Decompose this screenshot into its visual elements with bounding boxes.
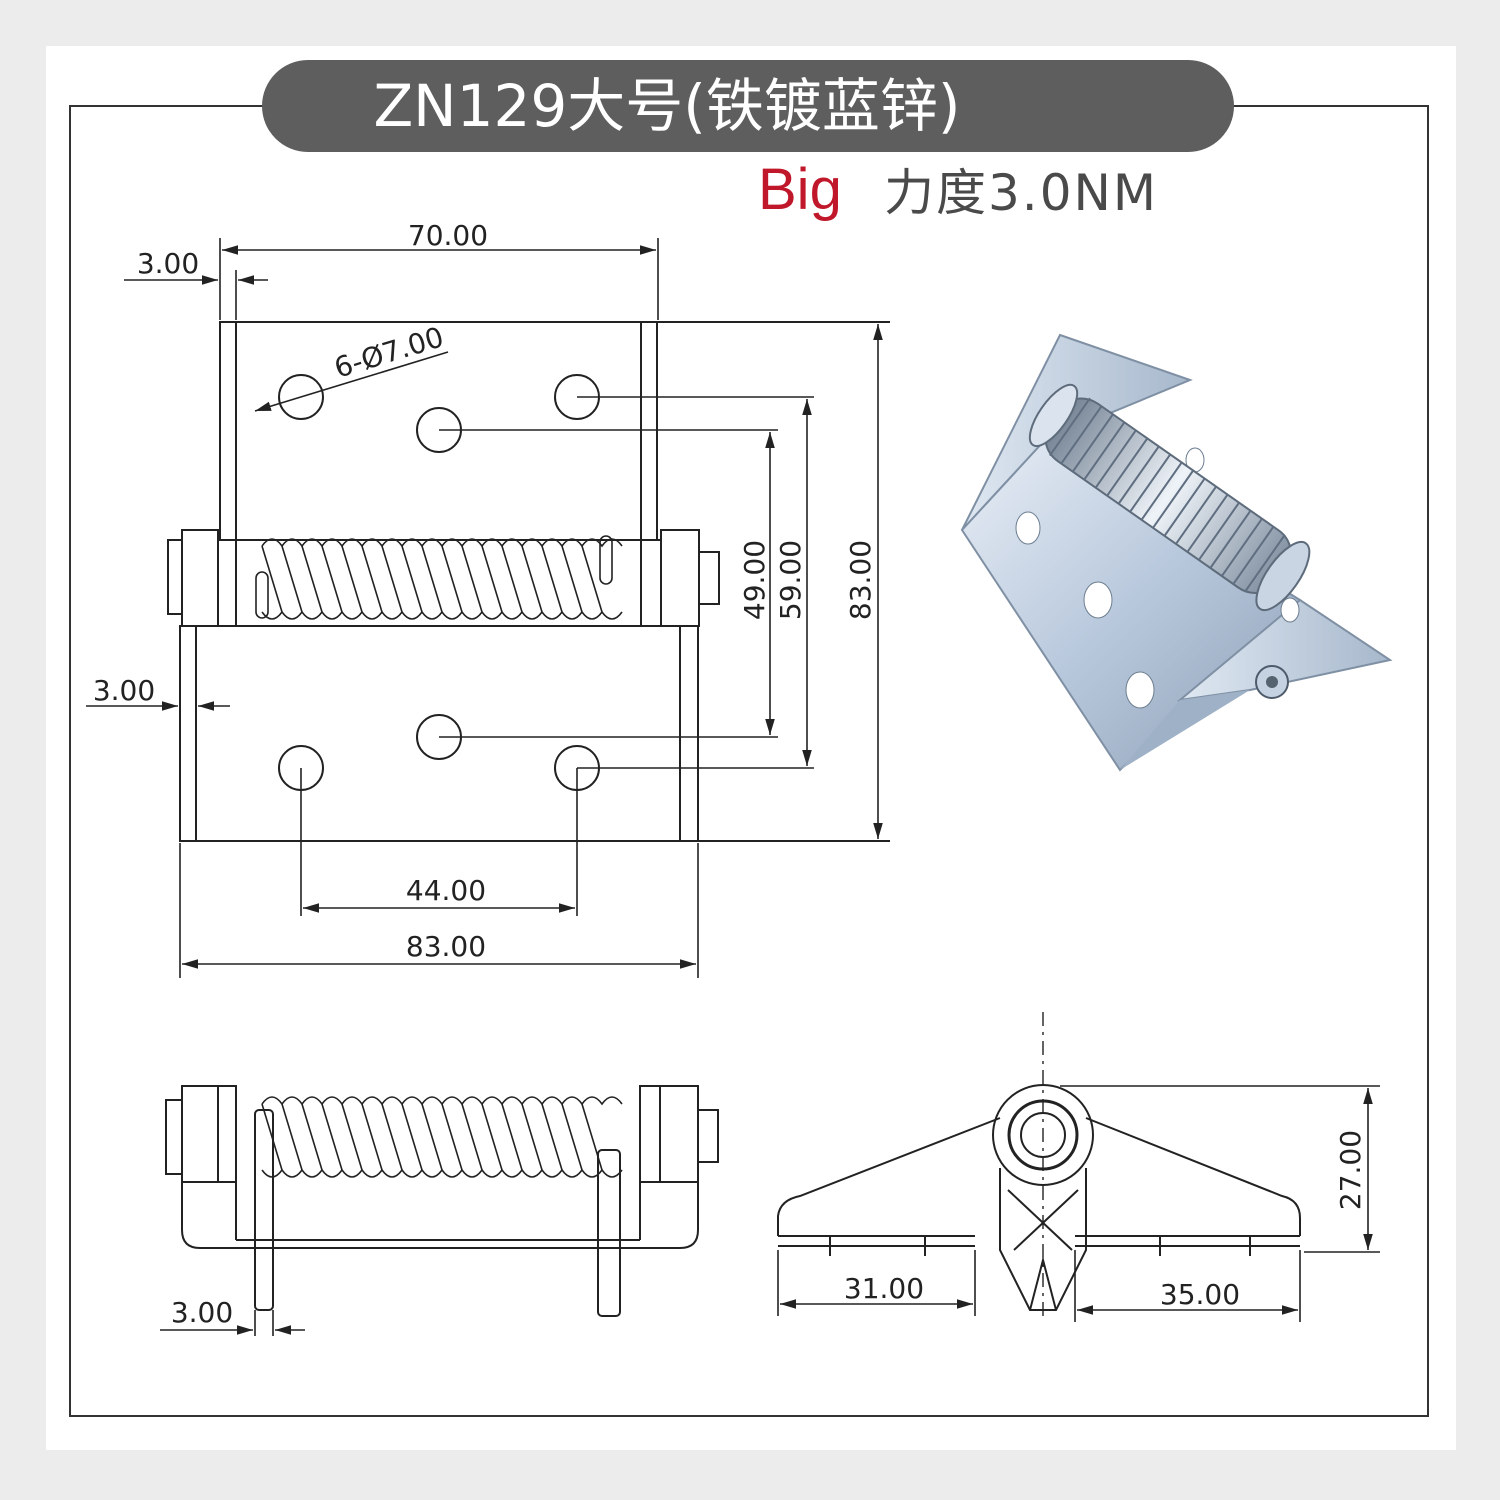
spring-leg-right bbox=[597, 1149, 621, 1317]
side-view-dimensions bbox=[160, 1310, 305, 1336]
end-view-dimensions bbox=[777, 1085, 1380, 1322]
dim-width-83: 83.00 bbox=[406, 930, 486, 963]
knuckle-outer bbox=[992, 1084, 1094, 1186]
dim-hole-49: 49.00 bbox=[738, 540, 771, 620]
photo-spring bbox=[1028, 383, 1311, 612]
hole bbox=[278, 374, 324, 420]
dim-end-height: 27.00 bbox=[1334, 1130, 1367, 1210]
front-view-dimensions bbox=[86, 238, 883, 978]
dim-height-83: 83.00 bbox=[844, 540, 877, 620]
product-title: ZN129大号(铁镀蓝锌) bbox=[373, 72, 961, 140]
spring-leg-left bbox=[254, 1109, 274, 1311]
side-spring-coil bbox=[261, 1096, 623, 1178]
title-banner bbox=[262, 60, 1234, 152]
spring-coil bbox=[255, 535, 623, 620]
dim-spacing-44: 44.00 bbox=[406, 874, 486, 907]
size-label: Big bbox=[758, 157, 842, 222]
dim-thickness-top: 3.00 bbox=[137, 247, 199, 280]
side-view bbox=[165, 1085, 719, 1317]
force-label: 力度3.0NM bbox=[884, 164, 1159, 222]
dim-right-wing: 35.00 bbox=[1160, 1278, 1240, 1311]
end-view bbox=[777, 1012, 1301, 1320]
dim-thickness-left: 3.00 bbox=[93, 674, 155, 707]
dim-left-wing: 31.00 bbox=[844, 1272, 924, 1305]
dim-width-70: 70.00 bbox=[408, 219, 488, 252]
product-photo bbox=[960, 333, 1393, 772]
drawing-frame bbox=[46, 46, 1456, 1450]
dim-hole-59: 59.00 bbox=[774, 540, 807, 620]
dim-pin-thickness: 3.00 bbox=[171, 1296, 233, 1329]
